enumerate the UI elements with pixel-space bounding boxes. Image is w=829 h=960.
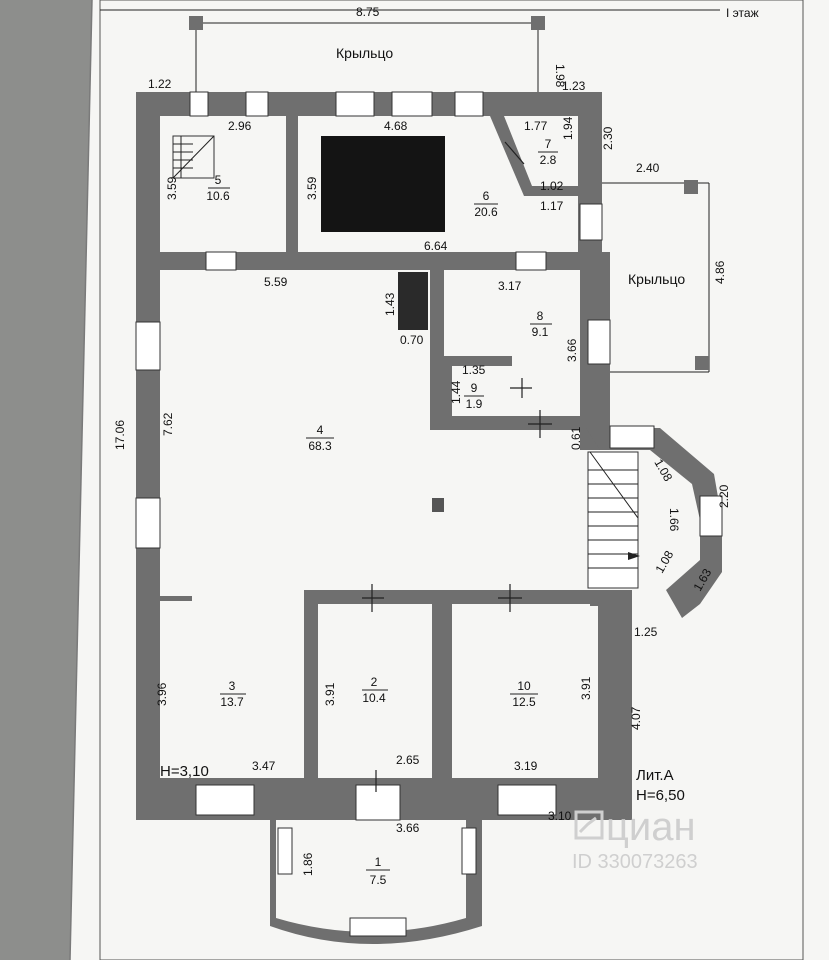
room-2-area: 10.4	[362, 691, 386, 705]
dim-2-65: 2.65	[396, 753, 420, 767]
dim-3-59-b: 3.59	[305, 176, 319, 200]
bay-room1	[270, 820, 482, 944]
porch-top	[100, 9, 720, 92]
room-5-number: 5	[215, 173, 222, 187]
dim-2-96: 2.96	[228, 119, 252, 133]
chimney-block	[398, 272, 428, 330]
dark-shaft	[321, 136, 445, 232]
dim-3-19: 3.19	[514, 759, 538, 773]
room-4-area: 68.3	[308, 439, 332, 453]
room-7-number: 7	[545, 137, 552, 151]
dim-3-66-a: 3.66	[565, 338, 579, 362]
dim-5-59: 5.59	[264, 275, 288, 289]
cian-logo-icon	[574, 810, 604, 840]
room-1-number: 1	[375, 855, 382, 869]
dim-6-64: 6.64	[424, 239, 448, 253]
room-4-number: 4	[317, 423, 324, 437]
dim-porch-top-depth: 1.98	[553, 64, 567, 88]
interior-walls	[136, 116, 604, 780]
porch-right-label: Крыльцо	[628, 271, 685, 287]
height-left: H=3,10	[160, 763, 209, 780]
door-ticks	[362, 141, 552, 792]
room-9-number: 9	[471, 381, 478, 395]
dim-1-66: 1.66	[667, 508, 681, 532]
dim-porch-right-width: 2.40	[636, 161, 660, 175]
dim-0-70: 0.70	[400, 333, 424, 347]
dim-3-47: 3.47	[252, 759, 276, 773]
dim-1-17: 1.17	[540, 199, 564, 213]
dim-porch-top-width: 8.75	[356, 5, 380, 19]
porch-right	[600, 180, 710, 373]
room-5-area: 10.6	[206, 189, 230, 203]
dim-porch-right-offset: 1.23	[562, 79, 586, 93]
room-8-area: 9.1	[532, 325, 549, 339]
dim-3-66-b: 3.66	[396, 821, 420, 835]
dim-porch-left-offset: 1.22	[148, 77, 172, 91]
room7-wall-bottom	[524, 186, 580, 196]
room-1-area: 7.5	[370, 873, 387, 887]
column	[432, 498, 444, 512]
sheet-frame-line	[69, 0, 93, 960]
dim-porch-right-depth: 4.86	[713, 260, 727, 284]
windows	[135, 91, 723, 821]
lit-label: Лит.А	[636, 767, 674, 784]
room7-wall	[490, 116, 536, 196]
stairs-right	[587, 425, 655, 589]
dim-3-91-b: 3.91	[579, 676, 593, 700]
dim-1-86: 1.86	[301, 852, 315, 876]
room-3-area: 13.7	[220, 695, 244, 709]
dim-1-43: 1.43	[383, 292, 397, 316]
room-9-area: 1.9	[466, 397, 483, 411]
dim-3-59-a: 3.59	[165, 176, 179, 200]
dim-3-96: 3.96	[155, 682, 169, 706]
dim-4-07: 4.07	[629, 706, 643, 730]
dim-2-30: 2.30	[601, 126, 615, 150]
dim-1-35: 1.35	[462, 363, 486, 377]
dim-1-02: 1.02	[540, 179, 564, 193]
room-6-number: 6	[483, 189, 490, 203]
watermark-id: ID 330073263	[572, 851, 698, 873]
room-7-area: 2.8	[540, 153, 557, 167]
dim-1-77: 1.77	[524, 119, 548, 133]
dim-1-44: 1.44	[449, 380, 463, 404]
room-10-number: 10	[517, 679, 531, 693]
watermark: циан ID 330073263	[572, 805, 698, 873]
dim-3-91-a: 3.91	[323, 682, 337, 706]
stairs-room5	[172, 135, 215, 179]
paper-sheet	[70, 0, 829, 960]
watermark-logo-text: циан	[606, 805, 696, 849]
dim-17-06: 17.06	[113, 420, 127, 450]
room-labels: 5 10.6 6 20.6 7 2.8 8 9.1 9 1.9 4 68.3 3…	[206, 137, 558, 887]
porch-top-label: Крыльцо	[336, 45, 393, 61]
dim-3-10: 3.10	[548, 809, 572, 823]
dim-3-17: 3.17	[498, 279, 522, 293]
sheet-inner-frame	[99, 0, 804, 960]
room-2-number: 2	[371, 675, 378, 689]
room-6-area: 20.6	[474, 205, 498, 219]
floor-label: I этаж	[726, 6, 759, 20]
room-10-area: 12.5	[512, 695, 536, 709]
height-right: H=6,50	[636, 787, 685, 804]
room-8-number: 8	[537, 309, 544, 323]
dim-2-20: 2.20	[717, 484, 731, 508]
dim-1-94: 1.94	[561, 116, 575, 140]
room-3-number: 3	[229, 679, 236, 693]
dim-4-68: 4.68	[384, 119, 408, 133]
dim-1-25: 1.25	[634, 625, 658, 639]
dim-7-62: 7.62	[161, 412, 175, 436]
dim-0-61: 0.61	[569, 426, 583, 450]
